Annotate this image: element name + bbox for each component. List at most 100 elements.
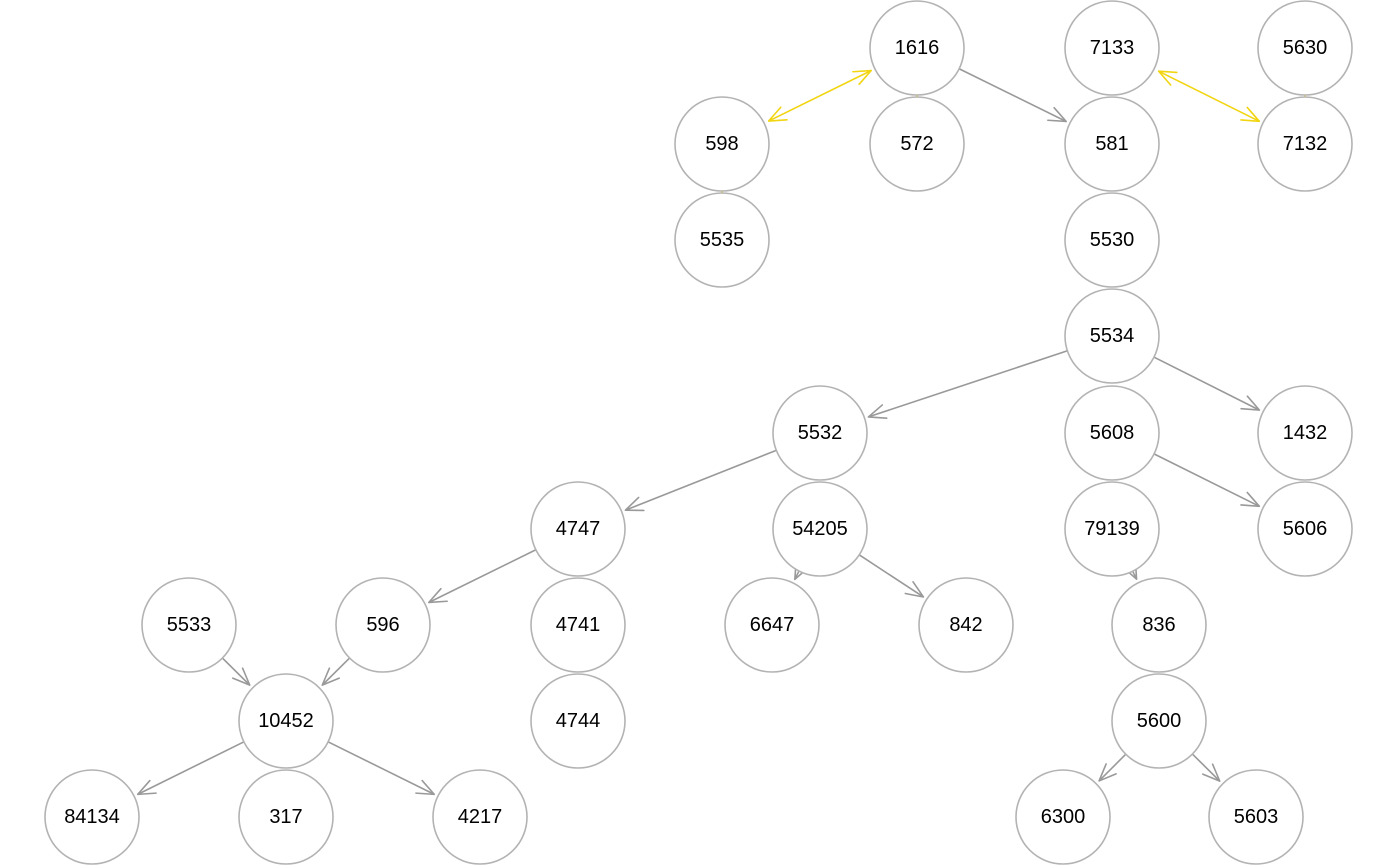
node-label: 5603 bbox=[1234, 806, 1279, 828]
node-4744[interactable]: 4744 bbox=[530, 673, 626, 769]
edge-line bbox=[868, 348, 1074, 418]
node-label: 5534 bbox=[1090, 325, 1135, 347]
node-7133[interactable]: 7133 bbox=[1064, 0, 1160, 96]
edge-5534-1432 bbox=[1148, 353, 1261, 411]
edge-line bbox=[1148, 450, 1260, 508]
node-317[interactable]: 317 bbox=[238, 769, 334, 865]
edge-598-1616 bbox=[767, 69, 873, 122]
node-84134[interactable]: 84134 bbox=[44, 769, 140, 865]
node-10452[interactable]: 10452 bbox=[238, 673, 334, 769]
node-circle bbox=[1111, 577, 1207, 673]
node-5532[interactable]: 5532 bbox=[772, 385, 868, 481]
edge-line bbox=[1187, 749, 1221, 782]
node-label: 4741 bbox=[556, 614, 601, 636]
node-5530[interactable]: 5530 bbox=[1064, 192, 1160, 288]
node-label: 4747 bbox=[556, 518, 601, 540]
node-598[interactable]: 598 bbox=[674, 96, 770, 192]
edge-5532-4747 bbox=[624, 447, 783, 512]
node-4747[interactable]: 4747 bbox=[530, 481, 626, 577]
node-circle bbox=[1257, 385, 1353, 481]
arrowhead bbox=[427, 587, 448, 604]
node-circle bbox=[772, 385, 868, 481]
edge-line bbox=[1148, 353, 1260, 411]
node-layer: 1616 7133 5630 598 572 581 7132 5535 5530 5534 553… bbox=[44, 0, 1353, 865]
edge-4747-596 bbox=[427, 546, 542, 604]
edge-5600-6300 bbox=[1098, 749, 1131, 782]
node-836[interactable]: 836 bbox=[1111, 577, 1207, 673]
edge-line bbox=[137, 738, 250, 796]
node-label: 79139 bbox=[1084, 518, 1140, 540]
node-label: 317 bbox=[269, 806, 302, 828]
edge-5608-5606 bbox=[1148, 450, 1261, 508]
node-label: 596 bbox=[366, 614, 399, 636]
node-label: 5530 bbox=[1090, 229, 1135, 251]
node-circle bbox=[869, 0, 965, 96]
node-5608[interactable]: 5608 bbox=[1064, 385, 1160, 481]
arrowhead bbox=[767, 106, 788, 122]
arrowhead bbox=[867, 404, 888, 420]
edge-line bbox=[1098, 749, 1131, 782]
node-5533[interactable]: 5533 bbox=[141, 577, 237, 673]
edge-5600-5603 bbox=[1187, 749, 1221, 782]
node-circle bbox=[44, 769, 140, 865]
node-circle bbox=[530, 577, 626, 673]
node-circle bbox=[141, 577, 237, 673]
node-circle bbox=[335, 577, 431, 673]
node-label: 5532 bbox=[798, 422, 843, 444]
arrowhead bbox=[1098, 763, 1117, 782]
node-842[interactable]: 842 bbox=[918, 577, 1014, 673]
node-54205[interactable]: 54205 bbox=[772, 481, 868, 577]
edge-10452-4217 bbox=[322, 738, 436, 796]
node-circle bbox=[674, 192, 770, 288]
node-6647[interactable]: 6647 bbox=[724, 577, 820, 673]
node-1432[interactable]: 1432 bbox=[1257, 385, 1353, 481]
node-5535[interactable]: 5535 bbox=[674, 192, 770, 288]
edge-line bbox=[217, 653, 251, 686]
node-596[interactable]: 596 bbox=[335, 577, 431, 673]
edge-line bbox=[1158, 70, 1260, 123]
node-581[interactable]: 581 bbox=[1064, 96, 1160, 192]
edge-line bbox=[953, 65, 1067, 123]
node-circle bbox=[772, 481, 868, 577]
arrowhead bbox=[231, 667, 251, 686]
edge-line bbox=[322, 738, 435, 796]
arrowhead bbox=[904, 580, 925, 598]
node-circle bbox=[530, 481, 626, 577]
node-5603[interactable]: 5603 bbox=[1208, 769, 1304, 865]
node-circle bbox=[1064, 288, 1160, 384]
node-label: 4744 bbox=[556, 710, 601, 732]
node-4217[interactable]: 4217 bbox=[432, 769, 528, 865]
node-79139[interactable]: 79139 bbox=[1064, 481, 1160, 577]
node-label: 1432 bbox=[1283, 422, 1328, 444]
node-6300[interactable]: 6300 bbox=[1015, 769, 1111, 865]
arrowhead bbox=[1240, 491, 1261, 508]
node-5606[interactable]: 5606 bbox=[1257, 481, 1353, 577]
node-1616[interactable]: 1616 bbox=[869, 0, 965, 96]
node-label: 1616 bbox=[895, 37, 940, 59]
node-5600[interactable]: 5600 bbox=[1111, 673, 1207, 769]
edge-5533-10452 bbox=[217, 653, 251, 686]
node-circle bbox=[674, 96, 770, 192]
arrowhead bbox=[1240, 395, 1261, 411]
node-5534[interactable]: 5534 bbox=[1064, 288, 1160, 384]
node-circle bbox=[1015, 769, 1111, 865]
arrowhead bbox=[1201, 763, 1221, 782]
node-572[interactable]: 572 bbox=[869, 96, 965, 192]
node-circle bbox=[238, 673, 334, 769]
edge-line bbox=[428, 546, 542, 604]
node-4741[interactable]: 4741 bbox=[530, 577, 626, 673]
edge-10452-84134 bbox=[136, 738, 250, 796]
edge-596-10452 bbox=[321, 653, 355, 686]
node-circle bbox=[724, 577, 820, 673]
node-circle bbox=[1257, 481, 1353, 577]
arrowhead bbox=[321, 667, 341, 686]
edge-54205-842 bbox=[853, 550, 925, 598]
node-5630[interactable]: 5630 bbox=[1257, 0, 1353, 96]
node-label: 842 bbox=[949, 614, 982, 636]
node-7132[interactable]: 7132 bbox=[1257, 96, 1353, 192]
arrowhead bbox=[624, 496, 645, 512]
node-circle bbox=[1208, 769, 1304, 865]
node-circle bbox=[1064, 192, 1160, 288]
node-label: 572 bbox=[900, 133, 933, 155]
